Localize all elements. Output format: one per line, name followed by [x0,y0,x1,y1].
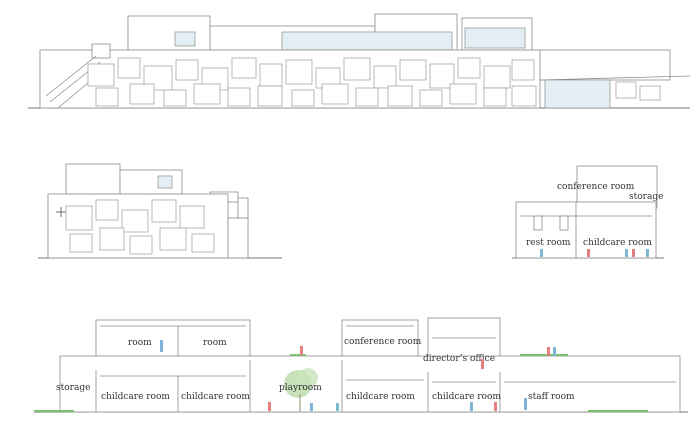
tree-icon [284,368,318,412]
facade-panels [87,57,661,107]
stair-head [91,43,111,59]
label-room-1: room [128,338,152,348]
label-conference-room: conference room [344,337,422,347]
canopy-block [539,49,671,81]
upper-volume-2 [119,169,183,195]
label-playroom: playroom [279,383,322,393]
cursor-crosshair-icon [56,207,66,217]
label-childcare-room-2: childcare room [181,392,250,402]
label-conference-room: conference room [557,182,635,192]
ground-floor [59,355,681,413]
side-annex [227,217,249,259]
upper-rooms [95,319,251,357]
short-elevation [38,163,282,259]
upper-window [157,175,173,189]
label-directors-office: director’s office [423,354,495,364]
section-1: conference room storage rest room childc… [512,165,664,259]
detail-block [559,215,569,231]
label-childcare-room: childcare room [583,238,652,248]
long-elevation [28,13,691,109]
label-staff-room: staff room [528,392,575,402]
upper-volume [65,163,121,195]
label-rest-room: rest room [526,238,571,248]
upper-glazing-right [464,27,526,49]
upper-glazing [281,31,453,51]
label-storage: storage [629,192,663,202]
human-figures [540,249,649,257]
label-storage: storage [56,383,90,393]
label-room-2: room [203,338,227,348]
canopy-line [539,75,691,81]
stair-rail-1 [45,55,97,97]
label-childcare-room-4: childcare room [432,392,501,402]
upper-window [174,31,196,47]
ground-glazing [544,79,611,109]
label-childcare-room-3: childcare room [346,392,415,402]
section-2: room room conference room director’s off… [34,317,688,413]
human-figures [160,340,556,411]
upper-volume-left [127,15,211,51]
label-childcare-room-1: childcare room [101,392,170,402]
upper-floor [576,165,658,209]
grass-strip [34,354,648,412]
detail-block [533,215,543,231]
facade-panels [65,199,215,255]
side-column [237,197,249,219]
